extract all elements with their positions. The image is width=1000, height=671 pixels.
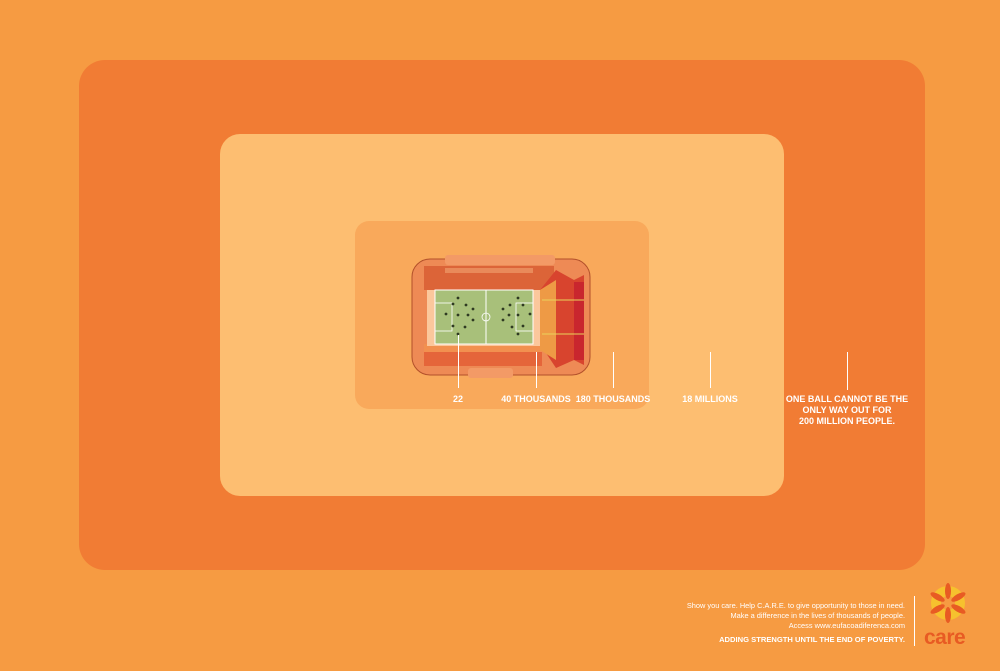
label-180k: 180 THOUSANDS <box>575 394 651 404</box>
footer-tagline: ADDING STRENGTH UNTIL THE END OF POVERTY… <box>719 635 905 644</box>
players <box>444 296 532 336</box>
pointer-line-18m <box>710 352 711 388</box>
closing-line-3: 200 MILLION PEOPLE. <box>798 416 896 426</box>
label-players: 22 <box>452 394 464 404</box>
footer-divider <box>914 596 915 646</box>
pointer-line-40k <box>536 352 537 388</box>
footer-copy: Show you care. Help C.A.R.E. to give opp… <box>687 601 905 645</box>
care-hands-logo-icon <box>930 583 966 623</box>
closing-message: ONE BALL CANNOT BE THE ONLY WAY OUT FOR … <box>786 394 908 427</box>
label-18m: 18 MILLIONS <box>682 394 738 404</box>
closing-line-2: ONLY WAY OUT FOR <box>802 405 892 415</box>
footer-line-2: Make a difference in the lives of thousa… <box>730 611 905 620</box>
pointer-line-180k <box>613 352 614 388</box>
care-logo-wordmark: care <box>924 626 966 649</box>
footer-line-1: Show you care. Help C.A.R.E. to give opp… <box>686 601 905 610</box>
label-stadium: 40 THOUSANDS <box>501 394 571 404</box>
pointer-line-200m <box>847 352 848 390</box>
pointer-line-22 <box>458 335 459 388</box>
footer-line-3: Access www.eufacoadiferenca.com <box>788 621 905 630</box>
closing-line-1: ONE BALL CANNOT BE THE <box>785 394 909 404</box>
